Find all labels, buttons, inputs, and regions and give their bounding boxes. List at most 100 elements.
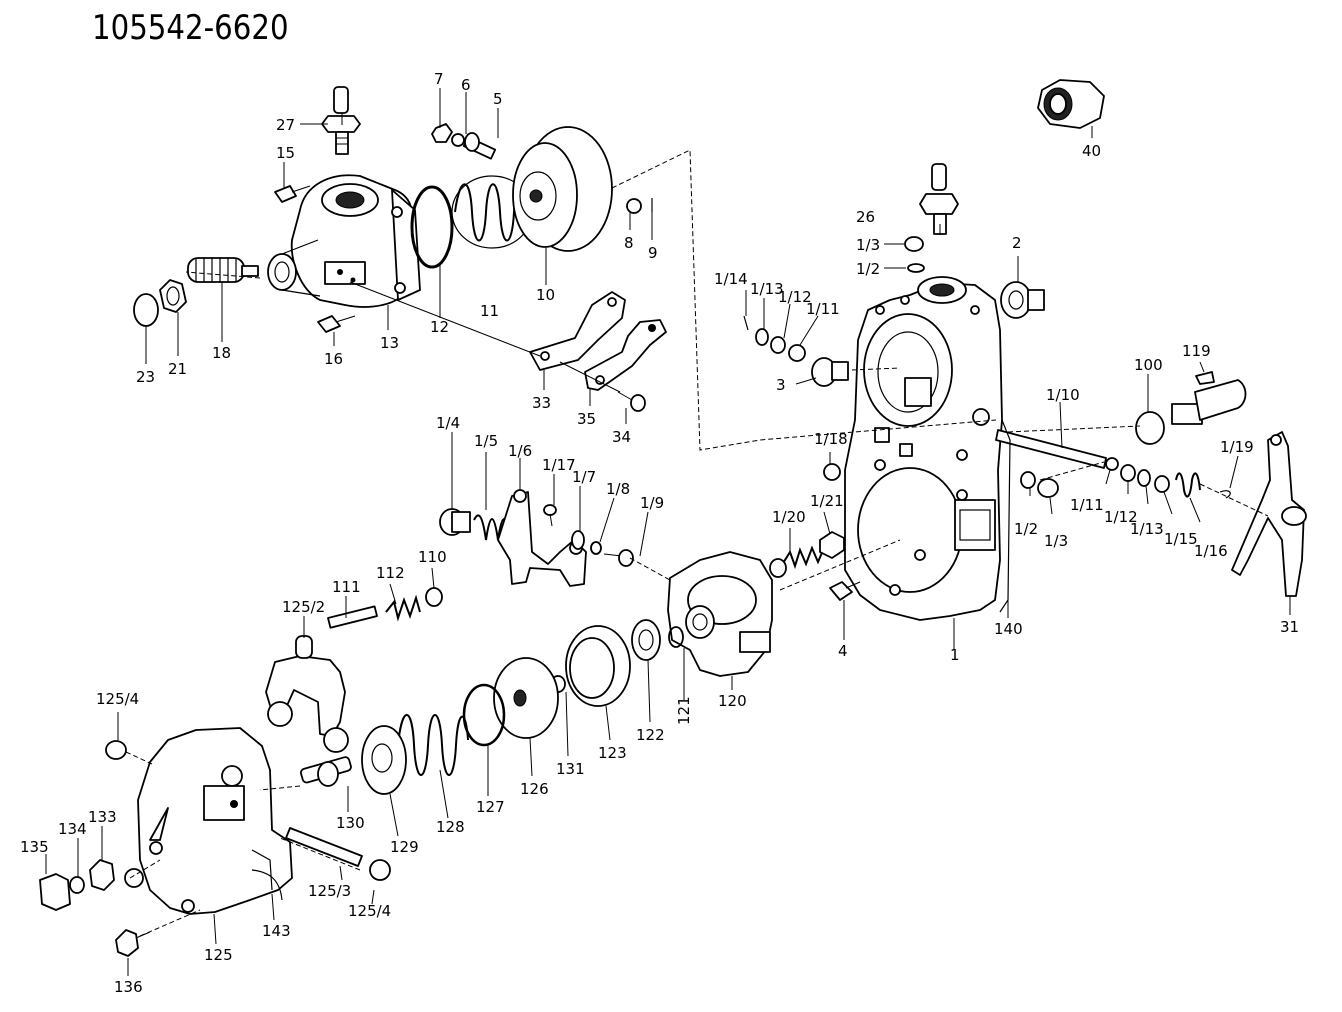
label-1-13-b: 1/13 [1130,520,1164,538]
part-136-bolt [115,929,151,957]
part-6-washer [451,133,465,147]
label-1-11-b: 1/11 [1070,496,1104,514]
label-1-3-b: 1/3 [1044,532,1068,550]
leader-lines [45,88,1291,976]
part-1-13-washer-b [1137,469,1151,487]
part-125-4-screw-top [105,740,127,760]
part-1-2-washer-top [907,263,925,273]
label-1-6: 1/6 [508,442,532,460]
label-1-14: 1/14 [714,270,748,288]
part-111-pin [327,605,378,629]
part-1-19-clip [1219,490,1231,499]
label-5: 5 [493,90,503,108]
label-6: 6 [461,76,471,94]
part-10-diaphragm [512,126,613,252]
part-127-ring [462,683,506,747]
label-1-19: 1/19 [1220,438,1254,456]
label-40: 40 [1082,142,1101,160]
label-125-4-top: 125/4 [96,690,139,708]
part-143-gasket [251,869,283,901]
part-130-screw [300,756,352,787]
part-1-15-collar [1154,475,1170,493]
part-15-screw [274,185,311,203]
part-18-adjust-screw [187,257,259,283]
part-140-gasket [999,419,1011,613]
label-3: 3 [776,376,786,394]
label-1-12-b: 1/12 [1104,508,1138,526]
label-7: 7 [434,70,444,88]
label-131: 131 [556,760,585,778]
part-21-nut [159,279,187,313]
part-31-control-lever [1231,431,1307,597]
label-35: 35 [577,410,596,428]
part-125-cover [124,727,293,915]
part-121-ring [668,626,684,648]
label-1: 1 [950,646,960,664]
label-130: 130 [336,814,365,832]
label-112: 112 [376,564,405,582]
label-10: 10 [536,286,555,304]
label-111: 111 [332,578,361,596]
label-128: 128 [436,818,465,836]
label-1-5: 1/5 [474,432,498,450]
label-135: 135 [20,838,49,856]
label-13: 13 [380,334,399,352]
part-1-17-screw [543,504,557,527]
label-1-16: 1/16 [1194,542,1228,560]
alignment-lines [125,149,1269,937]
part-12-gasket [410,185,454,269]
part-27-fitting [321,86,361,155]
label-127: 127 [476,798,505,816]
part-120-flyweight-assembly [667,551,787,677]
part-119-pin [1195,371,1215,385]
label-119: 119 [1182,342,1211,360]
label-129: 129 [390,838,419,856]
label-100: 100 [1134,356,1163,374]
part-33-bracket [529,291,626,371]
part-125-4-screw-bottom [369,859,391,881]
label-34: 34 [612,428,631,446]
label-125-2: 125/2 [282,598,325,616]
label-110: 110 [418,548,447,566]
label-1-4: 1/4 [436,414,460,432]
part-1-10-shaft [995,429,1107,469]
label-1-2-b: 1/2 [1014,520,1038,538]
label-125: 125 [204,946,233,964]
label-140: 140 [994,620,1023,638]
label-27: 27 [276,116,295,134]
part-112-spring [385,594,421,622]
label-4: 4 [838,642,848,660]
part-34-screw [617,391,646,412]
part-1-20-screw [779,545,825,570]
label-21: 21 [168,360,187,378]
part-1-13-washer-a [755,328,769,346]
part-1-12-washer-a [770,336,786,354]
label-1-3-top: 1/3 [856,236,880,254]
label-1-2-top: 1/2 [856,260,880,278]
label-123: 123 [598,744,627,762]
label-16: 16 [324,350,343,368]
part-133-nut [89,859,115,891]
label-1-17: 1/17 [542,456,576,474]
part-40-nut [1037,79,1105,129]
part-1-3-screw-top [904,236,924,252]
label-18: 18 [212,344,231,362]
part-26-fitting [919,163,959,235]
label-1-12-a: 1/12 [778,288,812,306]
part-5-screw [462,132,497,160]
label-136: 136 [114,978,143,996]
part-1-governor-housing [844,276,1003,621]
label-31: 31 [1280,618,1299,636]
part-23-cap [133,293,159,327]
part-13-housing [267,174,421,308]
label-2: 2 [1012,234,1022,252]
label-121: 121 [675,696,693,725]
label-1-13-a: 1/13 [750,280,784,298]
label-1-8: 1/8 [606,480,630,498]
part-1-14-pin [743,315,749,331]
part-4-screw [829,581,861,601]
label-120: 120 [718,692,747,710]
part-1-11-ring-a [788,344,806,362]
part-110-washer [425,587,443,607]
part-7-nut [431,123,453,143]
